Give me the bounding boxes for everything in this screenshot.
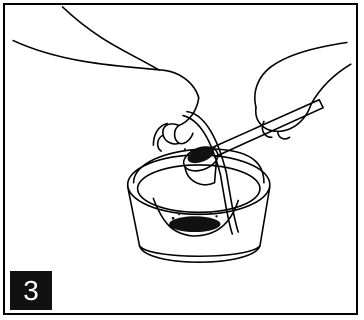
right-hand [256, 104, 312, 139]
right-arm-lower [311, 64, 350, 103]
step-number-badge: 3 [10, 271, 52, 310]
left-arm [13, 41, 199, 98]
right-arm [255, 43, 347, 108]
instruction-panel: 3 [3, 3, 358, 315]
basket-top [128, 155, 270, 214]
step-number: 3 [23, 275, 39, 306]
coffee-filter-scoop-illustration [5, 5, 356, 313]
